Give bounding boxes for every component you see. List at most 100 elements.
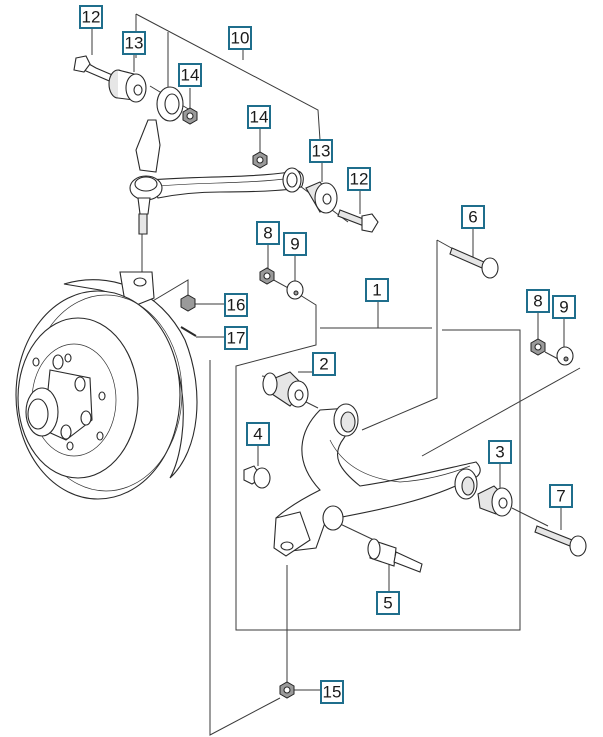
callout-14[interactable]: 14 — [247, 105, 271, 129]
upper-bushing-front-bore — [133, 84, 143, 96]
lower-arm-mount-hole — [280, 541, 294, 551]
callout-label: 10 — [231, 29, 250, 48]
callout-label: 14 — [250, 108, 269, 127]
bolt-hole — [64, 353, 72, 363]
washer-9a — [286, 280, 304, 300]
axis-7 — [511, 507, 549, 527]
callout-5[interactable]: 5 — [376, 591, 400, 615]
lower-arm-front-eye-bore — [340, 411, 356, 433]
callout-label: 9 — [290, 235, 299, 254]
bolt-hole — [96, 431, 104, 441]
callout-9[interactable]: 9 — [552, 295, 576, 319]
knuckle-boss-hole — [133, 277, 147, 287]
callout-label: 17 — [227, 329, 246, 348]
axis-5 — [335, 521, 375, 541]
callout-label: 5 — [383, 594, 392, 613]
callout-8[interactable]: 8 — [526, 289, 550, 313]
nut-15-hole — [283, 686, 291, 694]
callout-9[interactable]: 9 — [283, 232, 307, 256]
callout-12[interactable]: 12 — [347, 167, 371, 191]
callout-label: 14 — [181, 66, 200, 85]
callout-label: 1 — [372, 281, 381, 300]
callout-13[interactable]: 13 — [122, 31, 146, 55]
callout-12[interactable]: 12 — [79, 5, 103, 29]
callout-label: 3 — [495, 443, 504, 462]
callout-label: 12 — [82, 8, 101, 27]
wheel-stud — [60, 424, 72, 440]
bushing-2-bore — [294, 389, 304, 401]
callout-4[interactable]: 4 — [246, 422, 270, 446]
ball-joint-stud-thread — [138, 213, 148, 235]
wheel-stud — [74, 376, 86, 392]
callout-2[interactable]: 2 — [312, 352, 336, 376]
callout-label: 6 — [468, 208, 477, 227]
lower-hardware — [243, 247, 587, 699]
knuckle-fasteners — [180, 294, 197, 337]
callout-label: 15 — [323, 683, 342, 702]
callout-10[interactable]: 10 — [228, 26, 252, 50]
lower-bolt-6-head — [481, 257, 499, 279]
washer-9a-hole — [293, 290, 299, 296]
nut-14b-hole — [256, 156, 264, 164]
callout-3[interactable]: 3 — [488, 440, 512, 464]
nut-14a-hole — [186, 112, 194, 120]
callout-label: 2 — [319, 355, 328, 374]
callouts: 12 13 14 10 14 13 12 8 9 6 1 — [79, 5, 576, 704]
callout-label: 16 — [227, 296, 246, 315]
callout-15[interactable]: 15 — [320, 680, 344, 704]
upper-bushing-rear-bore — [322, 193, 332, 205]
wheel-stud — [52, 354, 64, 370]
bolt-hole — [32, 357, 40, 367]
nut-8b-hole — [534, 343, 542, 351]
bracket-15 — [209, 360, 281, 736]
nut-8a-hole — [263, 272, 271, 280]
callout-label: 13 — [312, 142, 331, 161]
callout-14[interactable]: 14 — [178, 63, 202, 87]
bracket-1-left — [235, 277, 521, 631]
upper-arm-beam — [149, 170, 304, 199]
upper-hardware — [73, 55, 379, 233]
hub-spindle-cap — [27, 398, 49, 430]
ball-joint-5-stud — [393, 551, 423, 573]
lower-control-arm — [273, 403, 481, 557]
bushing-2-face — [262, 372, 278, 396]
lower-arm-rear-eye-bore — [461, 476, 475, 496]
bushing-3-bore — [498, 497, 508, 509]
upper-bolt-front-head — [73, 55, 91, 73]
callout-label: 12 — [350, 170, 369, 189]
lower-bolt-6-shank — [449, 247, 485, 269]
callout-1[interactable]: 1 — [365, 278, 389, 302]
washer-9b-hole — [563, 356, 569, 362]
callout-7[interactable]: 7 — [549, 484, 573, 508]
upper-control-arm — [129, 86, 304, 235]
wheel-stud — [80, 410, 92, 426]
callout-label: 8 — [263, 224, 272, 243]
upper-arm-rear-eye-hole — [286, 172, 298, 188]
callout-8[interactable]: 8 — [256, 221, 280, 245]
bracket-10 — [135, 13, 321, 141]
lower-bolt-7-head — [569, 535, 587, 557]
bracket-6 — [361, 240, 438, 431]
upper-arm-front-link — [135, 119, 161, 173]
lower-arm-ball-joint-eye — [322, 505, 344, 531]
upper-bolt-rear-head — [361, 213, 379, 233]
cotter-pin-17 — [180, 326, 197, 337]
callout-6[interactable]: 6 — [461, 205, 485, 229]
callout-label: 13 — [125, 34, 144, 53]
callout-17[interactable]: 17 — [224, 326, 248, 350]
ball-joint-5-face — [367, 538, 381, 560]
callout-16[interactable]: 16 — [224, 293, 248, 317]
lower-bolt-7-shank — [534, 525, 573, 547]
bolt-hole — [66, 441, 74, 451]
upper-arm-ridge — [159, 177, 293, 187]
ball-joint-neck — [137, 197, 151, 215]
hub-and-disc — [15, 271, 198, 500]
washer-9b — [556, 346, 574, 366]
callout-label: 9 — [559, 298, 568, 317]
lower-arm-ridge — [329, 439, 471, 483]
callout-13[interactable]: 13 — [309, 139, 333, 163]
ball-joint-cap — [134, 176, 158, 192]
callout-label: 8 — [533, 292, 542, 311]
callout-label: 7 — [556, 487, 565, 506]
